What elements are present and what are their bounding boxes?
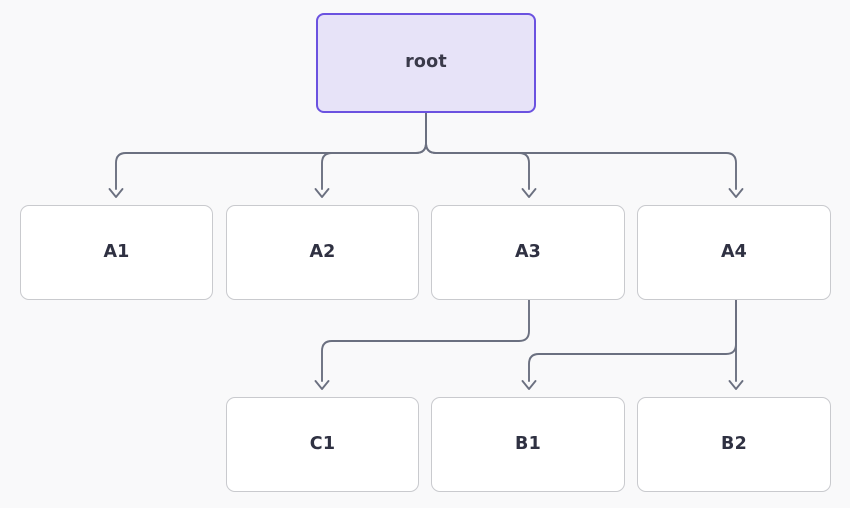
node-C1[interactable]: C1 [226, 397, 419, 492]
edge-line [425, 112, 530, 190]
node-label: A3 [514, 241, 542, 262]
node-A2[interactable]: A2 [226, 205, 419, 300]
edge-A3-to-C1 [314, 299, 530, 390]
edge-A4-to-B2 [728, 299, 744, 390]
edge-line [321, 112, 427, 190]
arrowhead-icon [108, 188, 124, 198]
edge-root-to-A1 [108, 112, 427, 198]
edge-line [528, 299, 737, 382]
node-root[interactable]: root [316, 13, 536, 113]
arrowhead-icon [521, 380, 537, 390]
node-label: B1 [515, 433, 541, 454]
node-label: root [405, 52, 447, 73]
node-label: A4 [720, 241, 748, 262]
edge-line [425, 112, 737, 190]
node-A1[interactable]: A1 [20, 205, 213, 300]
arrowhead-icon [314, 380, 330, 390]
arrowhead-icon [728, 380, 744, 390]
node-label: B2 [721, 433, 747, 454]
edge-root-to-A4 [425, 112, 744, 198]
arrowhead-icon [521, 188, 537, 198]
edge-line [115, 112, 427, 190]
node-A3[interactable]: A3 [431, 205, 625, 300]
node-label: A1 [103, 241, 130, 262]
arrowhead-icon [314, 188, 330, 198]
edge-A4-to-B1 [521, 299, 737, 390]
edge-line [321, 299, 530, 382]
node-label: C1 [309, 433, 336, 454]
node-B2[interactable]: B2 [637, 397, 831, 492]
edge-root-to-A3 [425, 112, 537, 198]
node-label: A2 [309, 241, 336, 262]
edge-root-to-A2 [314, 112, 427, 198]
arrowhead-icon [728, 188, 744, 198]
node-A4[interactable]: A4 [637, 205, 831, 300]
node-B1[interactable]: B1 [431, 397, 625, 492]
